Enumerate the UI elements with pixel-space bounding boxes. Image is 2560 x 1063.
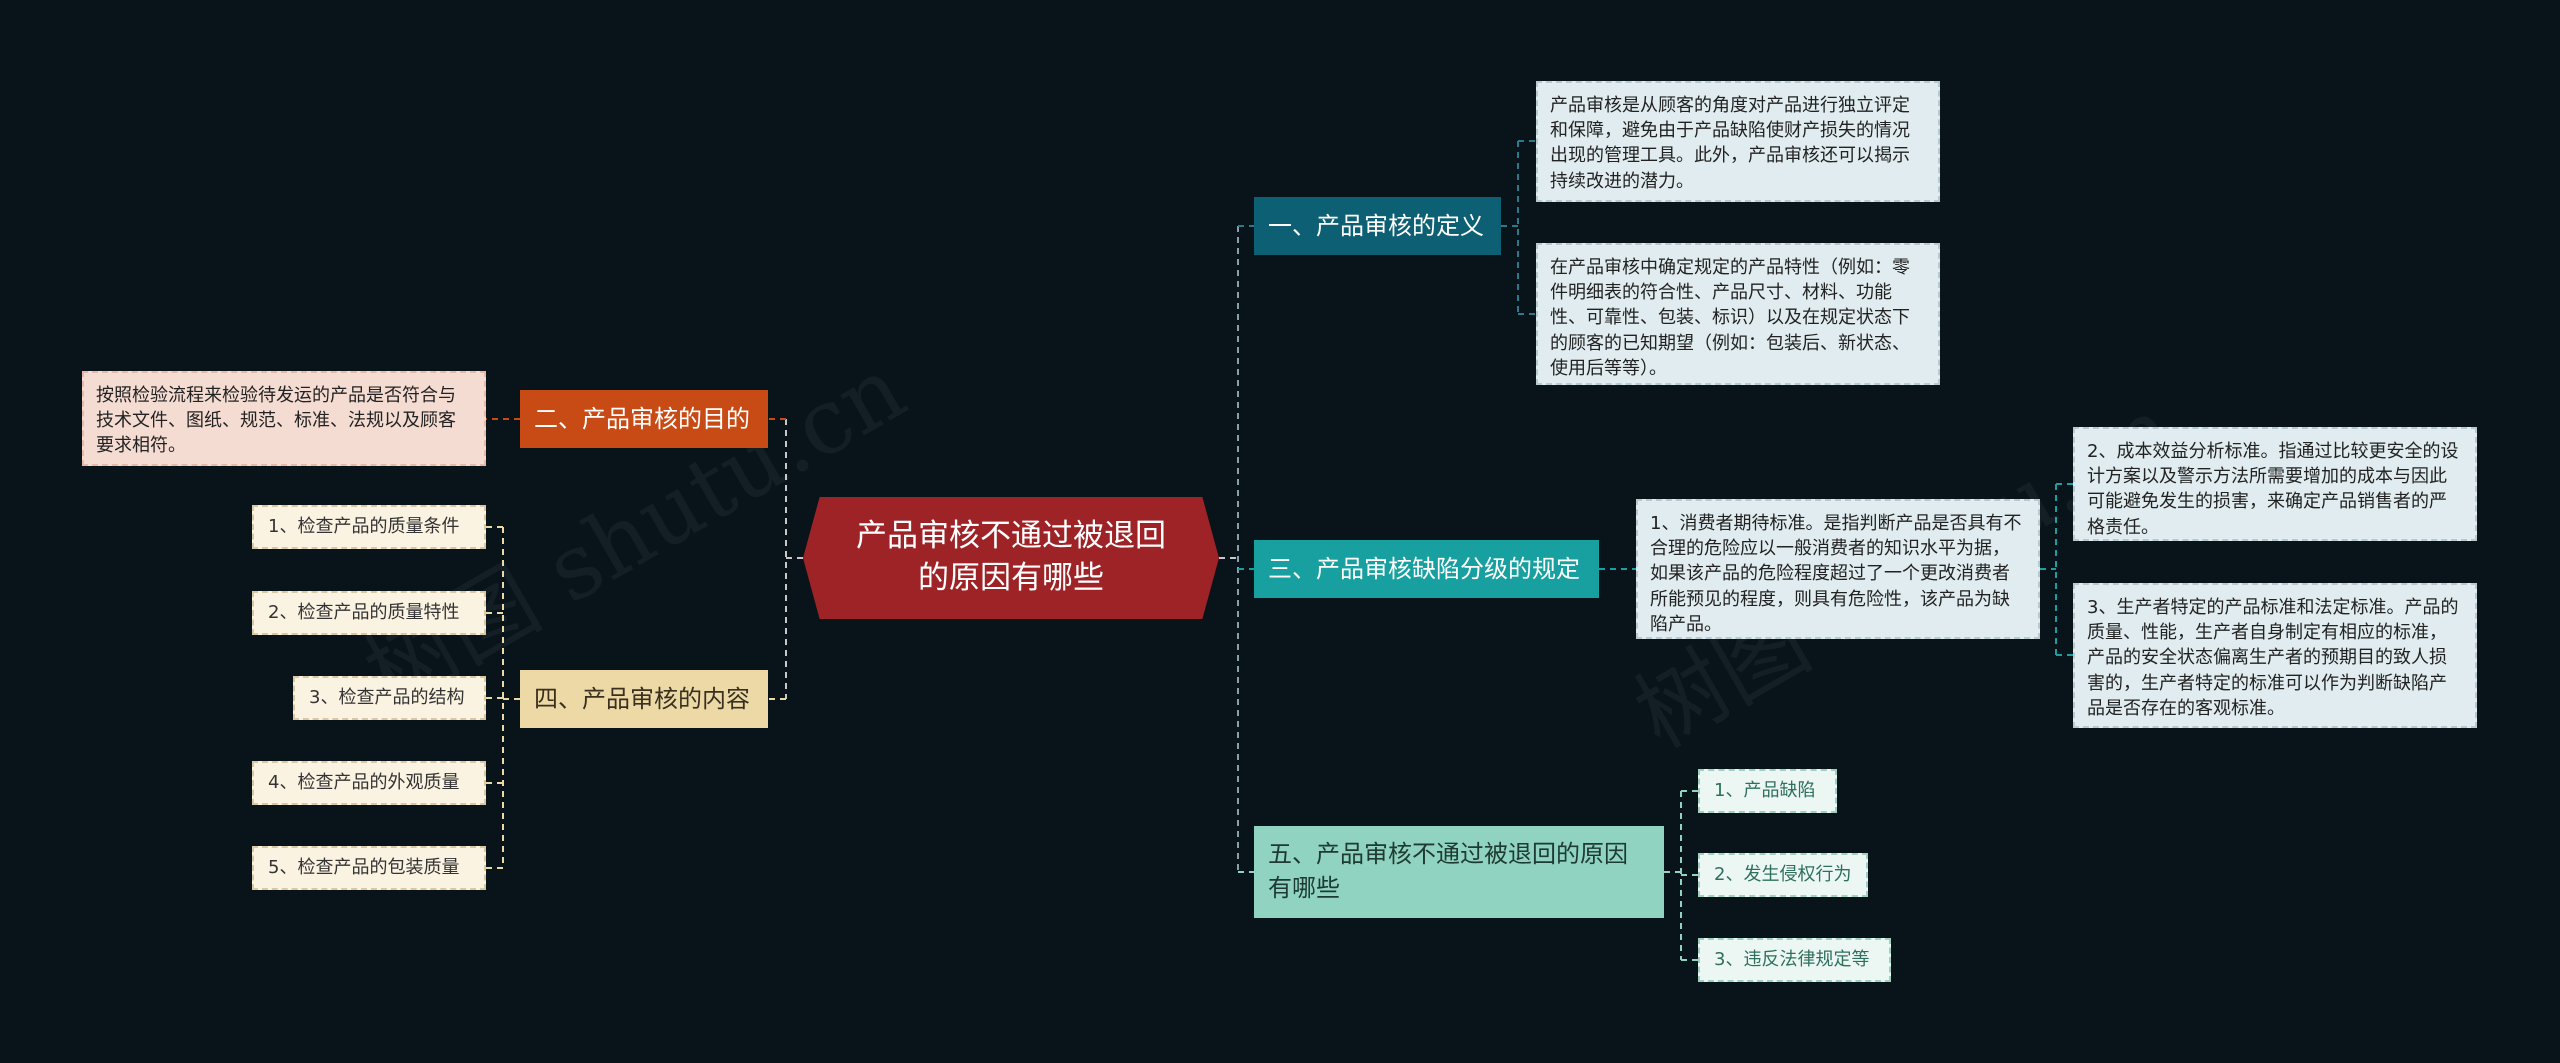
content-item[interactable]: 3、检查产品的结构: [293, 676, 486, 720]
purpose-note[interactable]: 按照检验流程来检验待发运的产品是否符合与技术文件、图纸、规范、标准、法规以及顾客…: [82, 371, 486, 466]
content-item[interactable]: 2、检查产品的质量特性: [252, 591, 486, 635]
content-item[interactable]: 1、检查产品的质量条件: [252, 505, 486, 549]
grading-standard-3[interactable]: 3、生产者特定的产品标准和法定标准。产品的质量、性能，生产者自身制定有相应的标准…: [2073, 583, 2477, 728]
content-item[interactable]: 4、检查产品的外观质量: [252, 761, 486, 805]
definition-note-1[interactable]: 产品审核是从顾客的角度对产品进行独立评定和保障，避免由于产品缺陷使财产损失的情况…: [1536, 81, 1940, 202]
grading-standard-1[interactable]: 1、消费者期待标准。是指判断产品是否具有不合理的危险应以一般消费者的知识水平为据…: [1636, 499, 2040, 639]
reason-item[interactable]: 3、违反法律规定等: [1698, 938, 1891, 982]
definition-note-2[interactable]: 在产品审核中确定规定的产品特性（例如：零件明细表的符合性、产品尺寸、材料、功能性…: [1536, 243, 1940, 385]
branch-definition[interactable]: 一、产品审核的定义: [1254, 197, 1501, 255]
reason-item[interactable]: 2、发生侵权行为: [1698, 853, 1868, 897]
connector-content-children: [486, 526, 520, 869]
branch-reasons[interactable]: 五、产品审核不通过被退回的原因有哪些: [1254, 826, 1664, 918]
branch-content[interactable]: 四、产品审核的内容: [520, 670, 768, 728]
reason-item[interactable]: 1、产品缺陷: [1698, 769, 1837, 813]
central-topic[interactable]: 产品审核不通过被退回的原因有哪些: [803, 497, 1219, 619]
branch-defect-grading[interactable]: 三、产品审核缺陷分级的规定: [1254, 540, 1599, 598]
grading-standard-2[interactable]: 2、成本效益分析标准。指通过比较更安全的设计方案以及警示方法所需要增加的成本与因…: [2073, 427, 2477, 541]
content-item[interactable]: 5、检查产品的包装质量: [252, 846, 486, 890]
connector-reasons-children: [1664, 790, 1698, 961]
connector-definition-children: [1501, 140, 1536, 315]
connector-standard-children: [2040, 483, 2073, 656]
branch-purpose[interactable]: 二、产品审核的目的: [520, 390, 768, 448]
